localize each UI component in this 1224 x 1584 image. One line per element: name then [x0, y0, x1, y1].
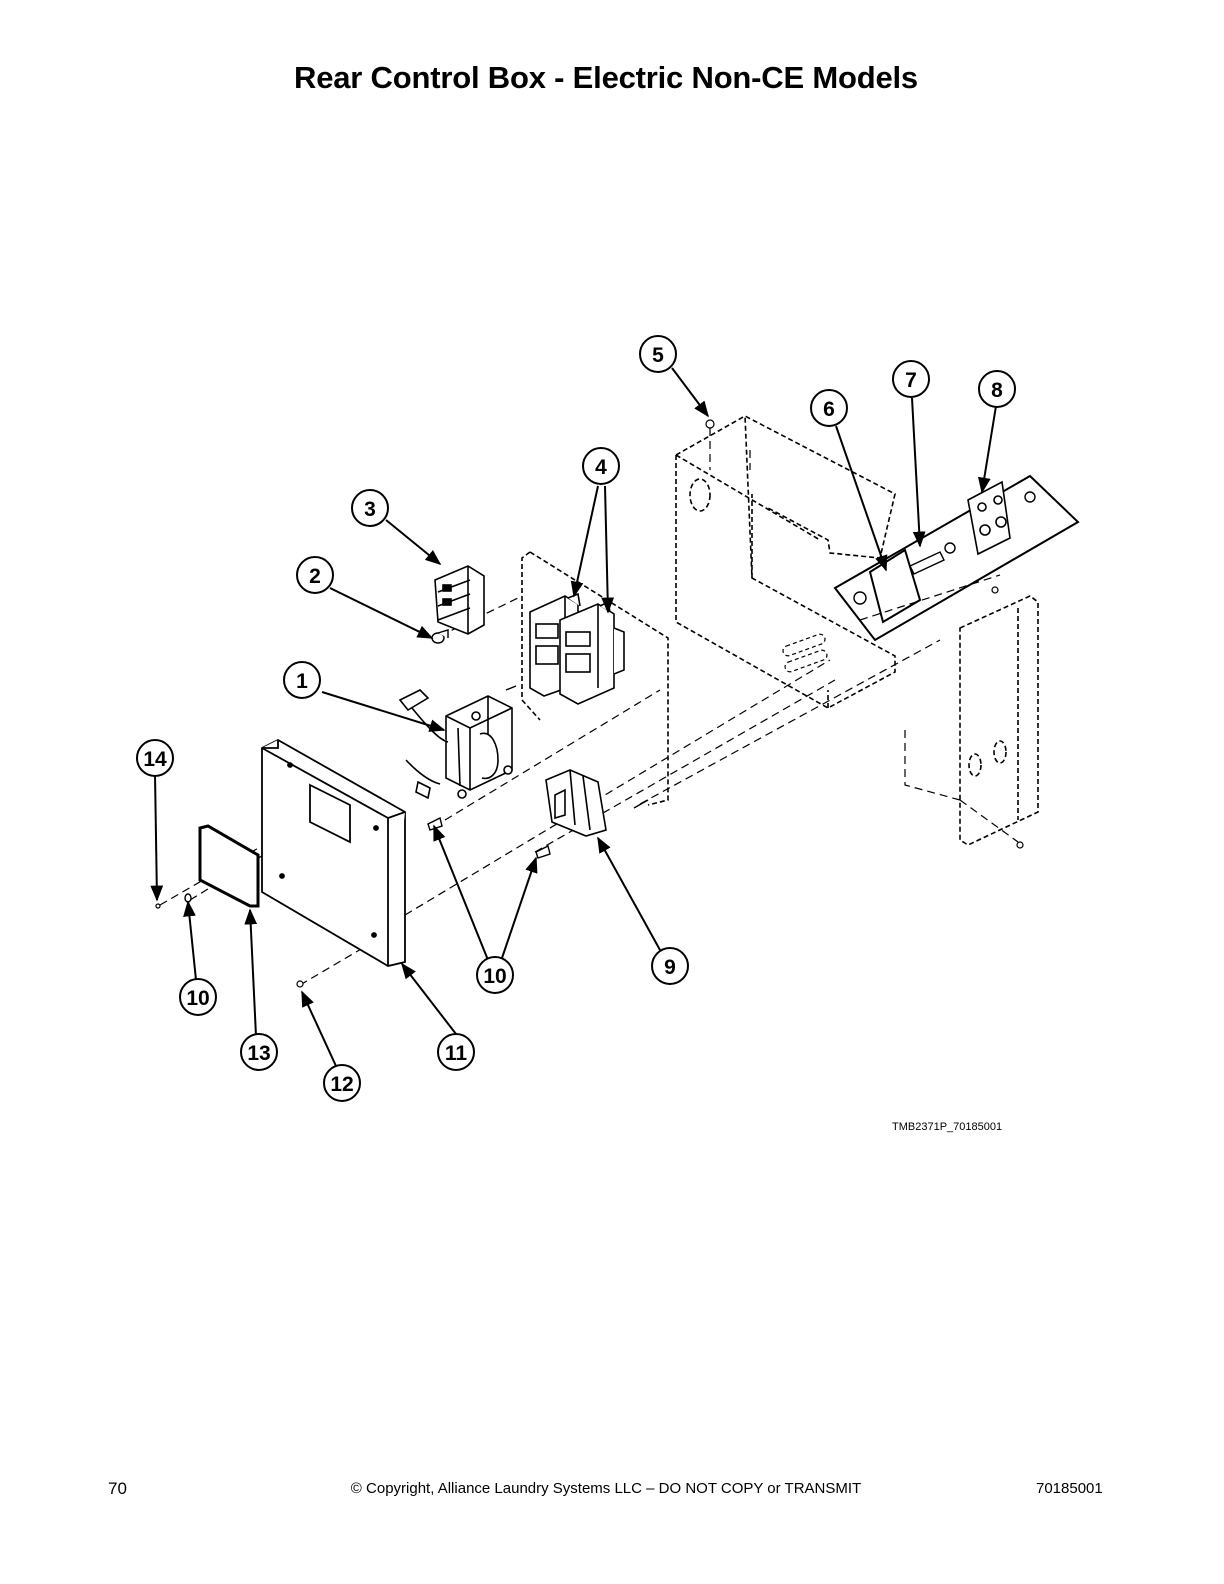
front-panel [261, 738, 406, 967]
svg-text:12: 12 [330, 1073, 353, 1096]
contactor-mounting-plate [521, 551, 669, 806]
terminal-plate [967, 480, 1011, 556]
callout-13: 13 [240, 1033, 278, 1071]
svg-text:11: 11 [445, 1042, 468, 1065]
gasket [198, 824, 260, 908]
svg-text:1: 1 [296, 670, 308, 693]
callout-14: 14 [136, 739, 174, 777]
drawing-reference: TMB2371P_70185001 [892, 1121, 1003, 1133]
callout-3: 3 [351, 489, 389, 527]
svg-text:8: 8 [991, 379, 1003, 402]
svg-text:13: 13 [247, 1042, 270, 1065]
assembly-lines [159, 428, 1019, 986]
callout-8: 8 [978, 370, 1016, 408]
relay-contactor [545, 769, 607, 837]
svg-text:3: 3 [364, 498, 376, 521]
screw-2 [431, 629, 449, 644]
transformer [398, 689, 513, 800]
callout-5: 5 [639, 335, 677, 373]
page-number: 70 [108, 1479, 127, 1498]
svg-text:4: 4 [595, 456, 607, 479]
terminal-block [434, 565, 485, 635]
callout-12: 12 [323, 1064, 361, 1102]
svg-text:7: 7 [905, 369, 917, 392]
svg-text:2: 2 [309, 565, 321, 588]
fuse-holder [853, 491, 1036, 605]
document-number: 70185001 [1036, 1480, 1103, 1497]
callout-4: 4 [582, 447, 620, 485]
contactor-double [529, 592, 625, 705]
callout-10-left: 10 [179, 978, 217, 1016]
svg-text:14: 14 [143, 748, 167, 771]
svg-text:9: 9 [664, 956, 676, 979]
leader-arrows [150, 367, 997, 1067]
callout-1: 1 [283, 661, 321, 699]
side-panel [959, 595, 1039, 846]
callout-6: 6 [810, 389, 848, 427]
callout-7: 7 [892, 360, 930, 398]
control-box-housing [675, 415, 896, 709]
housing-cutouts [782, 633, 828, 673]
small-hardware [155, 419, 1024, 988]
callout-10-center: 10 [476, 956, 514, 994]
page-title: Rear Control Box - Electric Non-CE Model… [294, 60, 918, 95]
svg-text:10: 10 [186, 987, 209, 1010]
callout-11: 11 [437, 1033, 475, 1071]
copyright-notice: © Copyright, Alliance Laundry Systems LL… [350, 1480, 862, 1497]
callout-2: 2 [296, 556, 334, 594]
svg-text:10: 10 [483, 965, 506, 988]
svg-text:6: 6 [823, 398, 835, 421]
callout-9: 9 [651, 947, 689, 985]
component-bracket [833, 474, 1080, 642]
svg-text:5: 5 [652, 344, 664, 367]
